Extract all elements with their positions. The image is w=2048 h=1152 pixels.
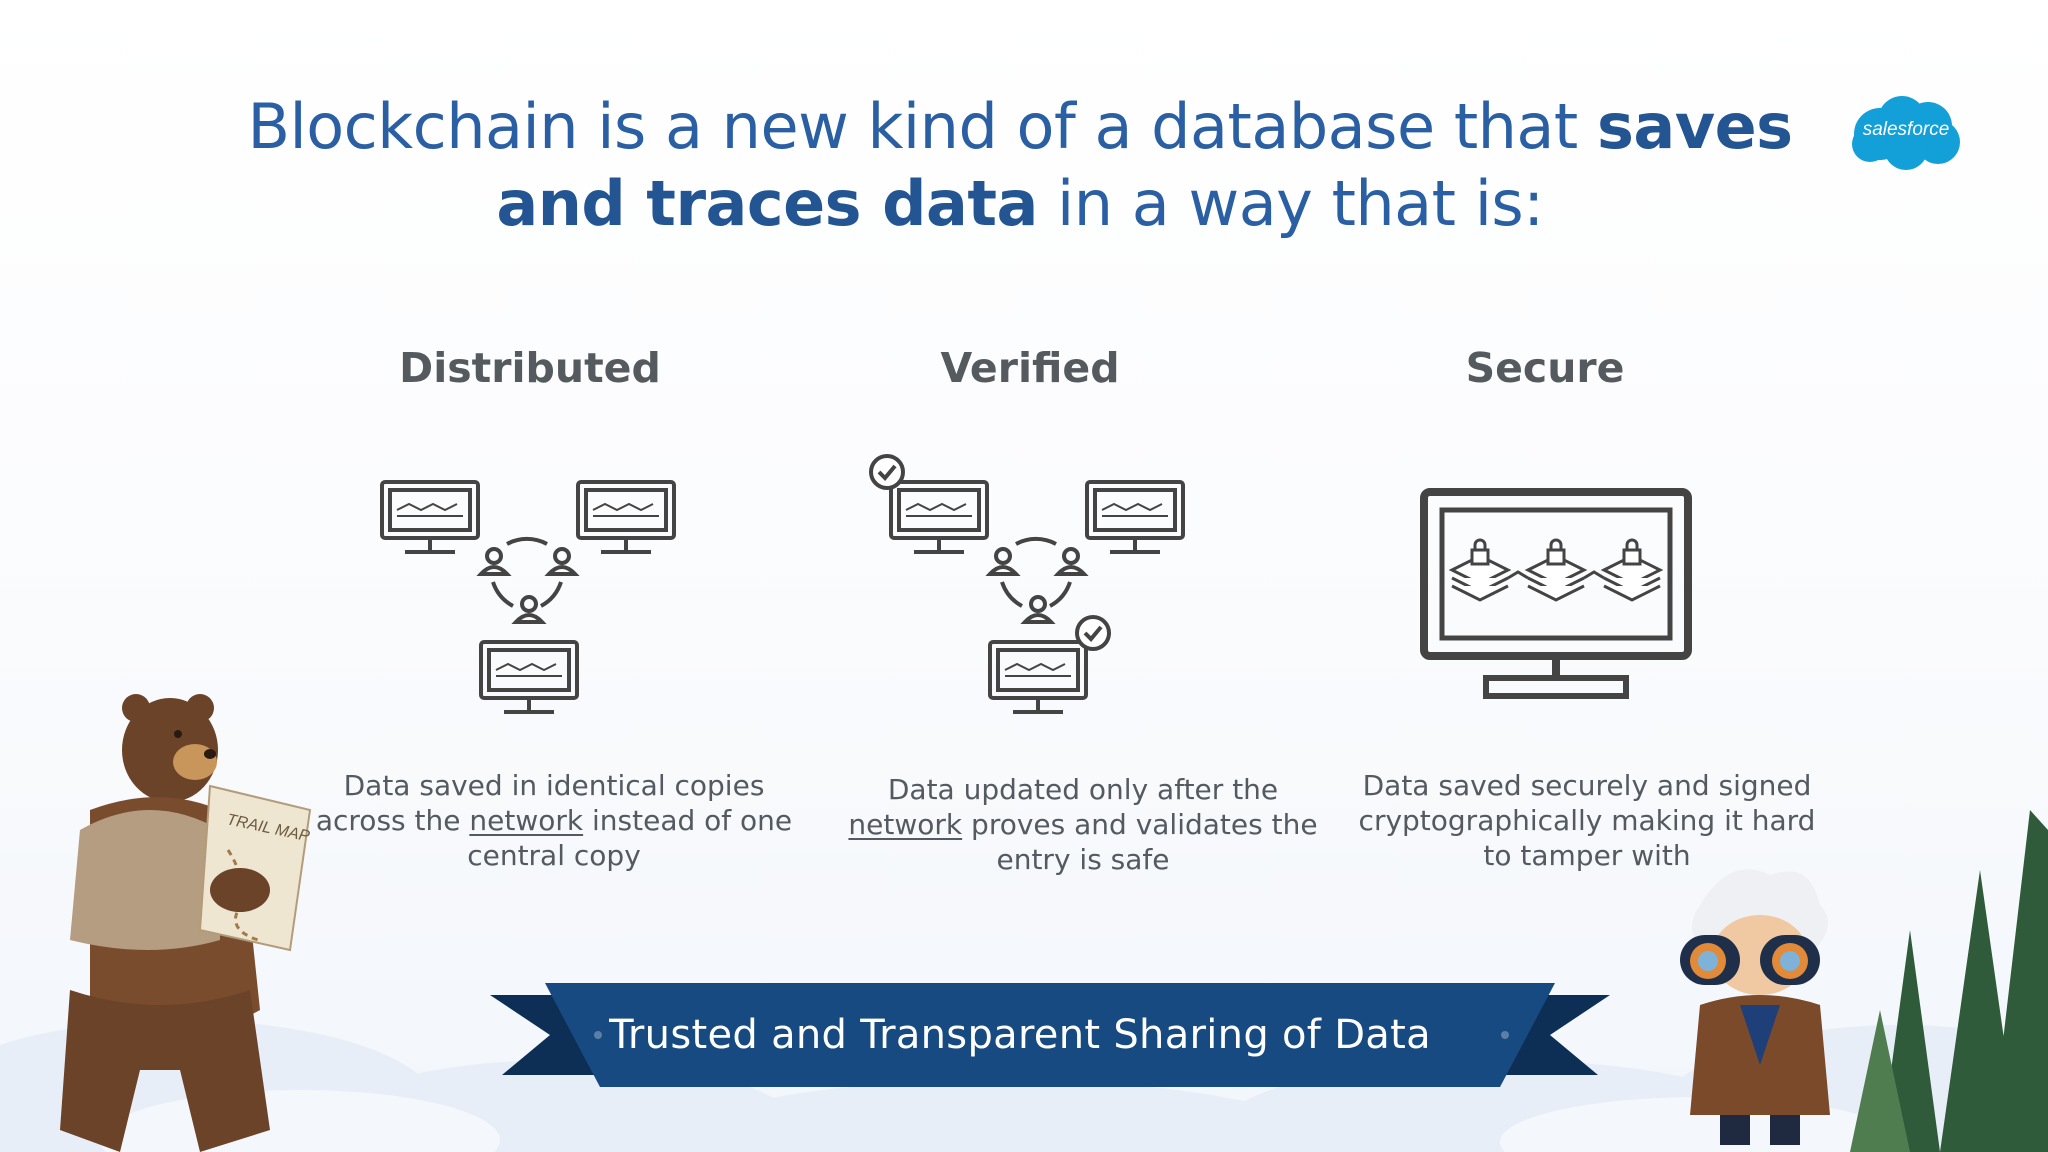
pine-trees	[1850, 810, 2048, 1152]
desc-secure: Data saved securely and signed cryptogra…	[1347, 768, 1827, 873]
heading-secure: Secure	[1465, 344, 1625, 392]
cloud-logo-icon	[1852, 96, 1960, 170]
title-text-2: in a way that is:	[1037, 167, 1544, 240]
heading-verified: Verified	[940, 344, 1120, 392]
title-text-1: Blockchain is a new kind of a database t…	[247, 90, 1597, 163]
network-of-computers-icon	[380, 480, 676, 714]
desc-text: Data saved securely and signed cryptogra…	[1358, 769, 1816, 872]
banner-ribbon	[490, 983, 1610, 1087]
desc-text: instead of one central copy	[467, 804, 793, 872]
network-link[interactable]: network	[848, 808, 963, 841]
desc-distributed: Data saved in identical copies across th…	[314, 768, 794, 873]
heading-distributed: Distributed	[399, 344, 661, 392]
desc-verified: Data updated only after the network prov…	[843, 772, 1323, 877]
einstein-mascot	[1680, 869, 1830, 1145]
secure-monitor-icon	[1420, 488, 1692, 699]
salesforce-logo: salesforce	[1850, 92, 1962, 172]
bear-mascot: TRAIL MAP	[60, 694, 311, 1152]
logo-text: salesforce	[1862, 119, 1950, 140]
title-bold-text: saves and traces data	[496, 90, 1793, 240]
network-link[interactable]: network	[469, 804, 584, 837]
verified-network-icon	[869, 454, 1185, 714]
banner-text: Trusted and Transparent Sharing of Data	[609, 1012, 1431, 1058]
slide-title: Blockchain is a new kind of a database t…	[200, 88, 1840, 242]
desc-text: proves and validates the entry is safe	[962, 808, 1318, 876]
desc-text: Data saved in identical copies across th…	[315, 769, 765, 837]
desc-text: Data updated only after the	[887, 773, 1279, 806]
